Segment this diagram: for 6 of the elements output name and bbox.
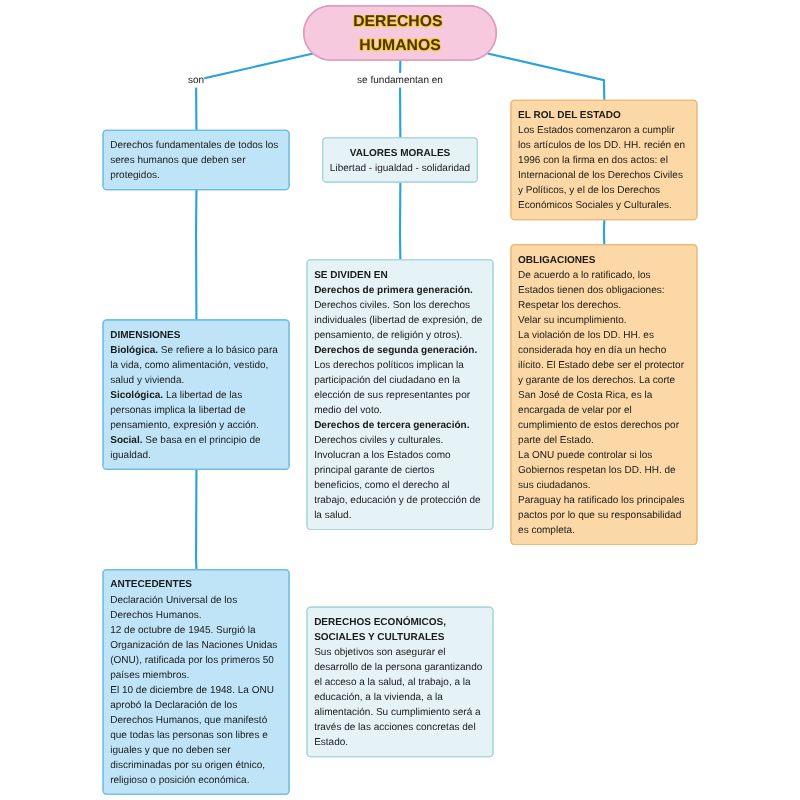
connector: [487, 52, 606, 101]
connector: [398, 182, 402, 261]
connector: [195, 189, 198, 321]
connector: [602, 220, 606, 246]
connector: [195, 469, 198, 570]
connector: [194, 52, 314, 131]
